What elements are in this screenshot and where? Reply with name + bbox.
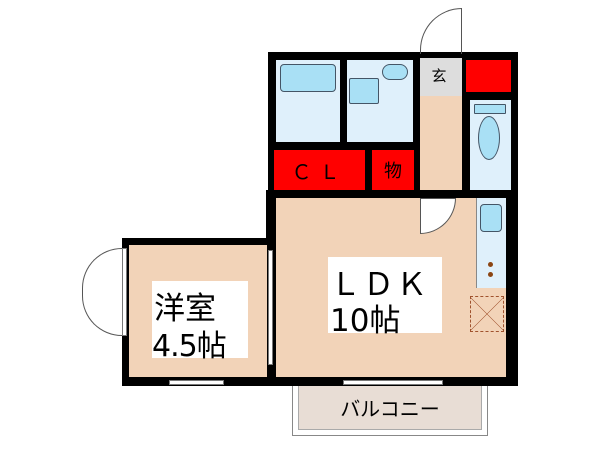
fridge-space [470, 296, 504, 332]
double-door-lower[interactable] [82, 292, 122, 336]
western-room-sliding-door[interactable] [268, 250, 273, 365]
toilet-tank-icon [474, 104, 506, 114]
storage-label: 物 [384, 161, 402, 182]
ldk-window[interactable] [343, 380, 443, 385]
stove-icon [488, 262, 493, 267]
western-room-size: 4.5帖 [152, 329, 227, 364]
western-room-label: 洋室 4.5帖 [152, 281, 248, 364]
hallway [420, 96, 462, 192]
western-room-name: 洋室 [154, 291, 216, 327]
entrance-label: 玄 [431, 66, 447, 85]
western-room-window[interactable] [169, 380, 224, 385]
sink-icon [480, 204, 502, 232]
ldk-name: ＬＤＫ [330, 267, 429, 303]
toilet-icon [478, 116, 500, 160]
ldk-size: 10帖 [330, 303, 401, 339]
western-room-window-side[interactable] [122, 248, 127, 336]
entrance [420, 58, 462, 96]
closet: ＣＬ [274, 150, 365, 190]
entrance-door[interactable] [420, 8, 462, 54]
shoe-storage [466, 60, 511, 92]
storage: 物 [372, 150, 414, 190]
ldk-label: ＬＤＫ 10帖 [328, 257, 442, 339]
washbasin-icon [382, 64, 408, 80]
balcony-label: バルコニー [340, 397, 440, 421]
washing-machine-icon [349, 78, 379, 104]
balcony: バルコニー [292, 386, 488, 436]
bathtub-icon [280, 64, 336, 92]
balcony-floor: バルコニー [298, 386, 482, 430]
closet-label: ＣＬ [291, 159, 348, 184]
double-door-upper[interactable] [82, 248, 122, 292]
